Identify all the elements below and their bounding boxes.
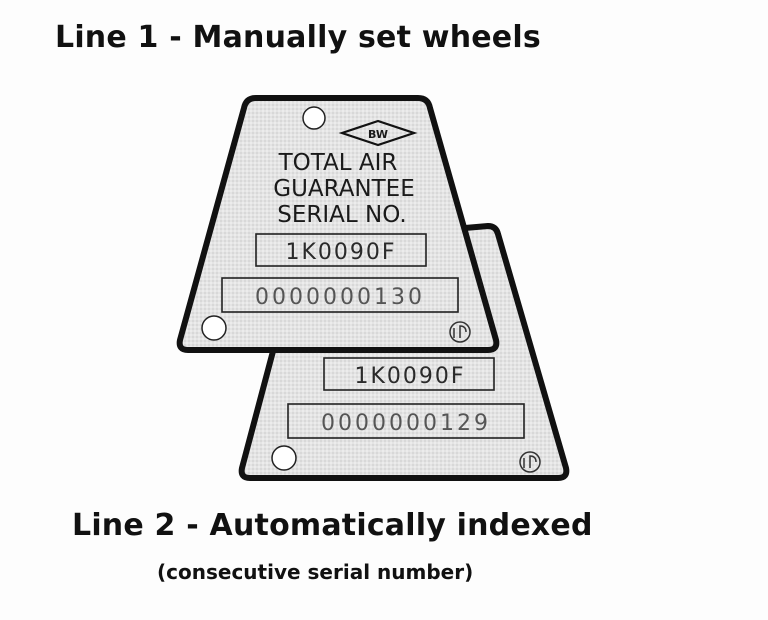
plate-title-line-1: TOTAL AIR (278, 150, 398, 176)
back-plate-model-box (323, 357, 495, 391)
front-plate-model-box (255, 233, 427, 267)
front-plate-hole-top (302, 106, 326, 130)
front-plate-hole-bottom (201, 315, 227, 341)
line2-subheading: (consecutive serial number) (157, 560, 474, 584)
back-plate-serial-number: 0000000129 (321, 411, 491, 436)
logo-text: BW (368, 128, 388, 141)
ul-mark-icon (449, 321, 471, 343)
front-plate: BW TOTAL AIR GUARANTEE SERIAL NO. 1K0090… (176, 95, 500, 353)
plate-title-line-2: GUARANTEE (273, 176, 415, 202)
back-plate-hole (271, 445, 297, 471)
front-plate-serial-box (221, 277, 459, 313)
plate-title-line-3: SERIAL NO. (277, 202, 406, 228)
line1-heading: Line 1 - Manually set wheels (55, 20, 541, 55)
back-plate-model-code: 1K0090F (354, 364, 465, 389)
bw-diamond-logo: BW (338, 119, 418, 147)
front-plate-model-code: 1K0090F (285, 240, 396, 265)
back-plate-serial-box (287, 403, 525, 439)
ul-mark-icon (519, 451, 541, 473)
front-plate-serial-number: 0000000130 (255, 285, 425, 310)
front-plate-body (176, 95, 500, 353)
line2-heading: Line 2 - Automatically indexed (72, 508, 593, 543)
